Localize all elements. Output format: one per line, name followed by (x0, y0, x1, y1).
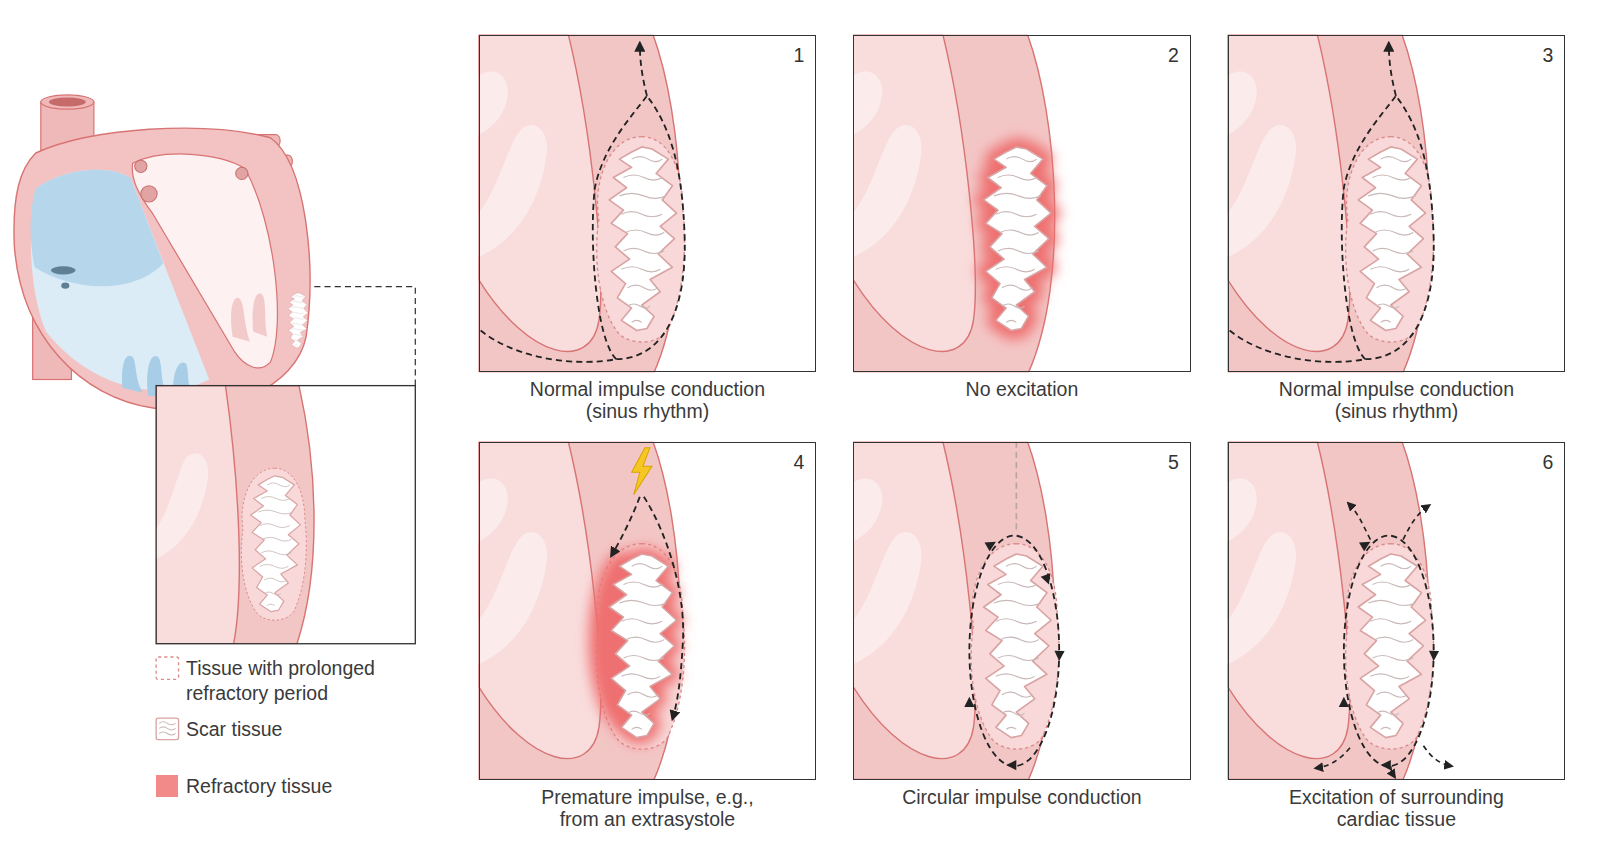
panel-number: 3 (1542, 44, 1553, 66)
panel-frame (853, 442, 1191, 780)
panel-frame (1228, 35, 1566, 373)
panel: 2No excitation (853, 35, 1191, 373)
panel: 4Premature impulse, e.g., from an extras… (479, 442, 817, 780)
panel: 6Excitation of surrounding cardiac tissu… (1228, 442, 1566, 780)
panel-frame (479, 442, 817, 780)
panel-drawing (479, 35, 817, 373)
panel-caption: Normal impulse conduction (sinus rhythm) (507, 378, 787, 422)
panel-drawing (1228, 442, 1566, 780)
panel-frame (479, 35, 817, 373)
panel-caption: Normal impulse conduction (sinus rhythm) (1256, 378, 1536, 422)
panel-drawing (853, 35, 1191, 373)
panel-drawing (479, 442, 817, 780)
panel-caption: Premature impulse, e.g., from an extrasy… (522, 786, 772, 830)
legend-swatch (156, 775, 178, 797)
panel: 3Normal impulse conduction (sinus rhythm… (1228, 35, 1566, 373)
panel-number: 5 (1168, 451, 1179, 473)
panel-caption: Circular impulse conduction (862, 786, 1182, 808)
inset-view (156, 386, 415, 644)
panel-number: 1 (793, 44, 804, 66)
legend-label: Refractory tissue (186, 774, 446, 799)
panel-drawing (1228, 35, 1566, 373)
panel-number: 2 (1168, 44, 1179, 66)
legend-label: Tissue with prolonged refractory period (186, 656, 446, 706)
panel: 5Circular impulse conduction (853, 442, 1191, 780)
panel-drawing (853, 442, 1191, 780)
panel-frame (853, 35, 1191, 373)
legend-sample (156, 657, 178, 679)
panel-frame (1228, 442, 1566, 780)
panel-number: 6 (1542, 451, 1553, 473)
panel-number: 4 (793, 451, 804, 473)
panel-caption: Excitation of surrounding cardiac tissue (1271, 786, 1521, 830)
legend-label: Scar tissue (186, 717, 446, 742)
panel: 1Normal impulse conduction (sinus rhythm… (479, 35, 817, 373)
legend-sample (156, 718, 178, 739)
panel-caption: No excitation (872, 378, 1172, 400)
heart-illustration (14, 95, 415, 410)
